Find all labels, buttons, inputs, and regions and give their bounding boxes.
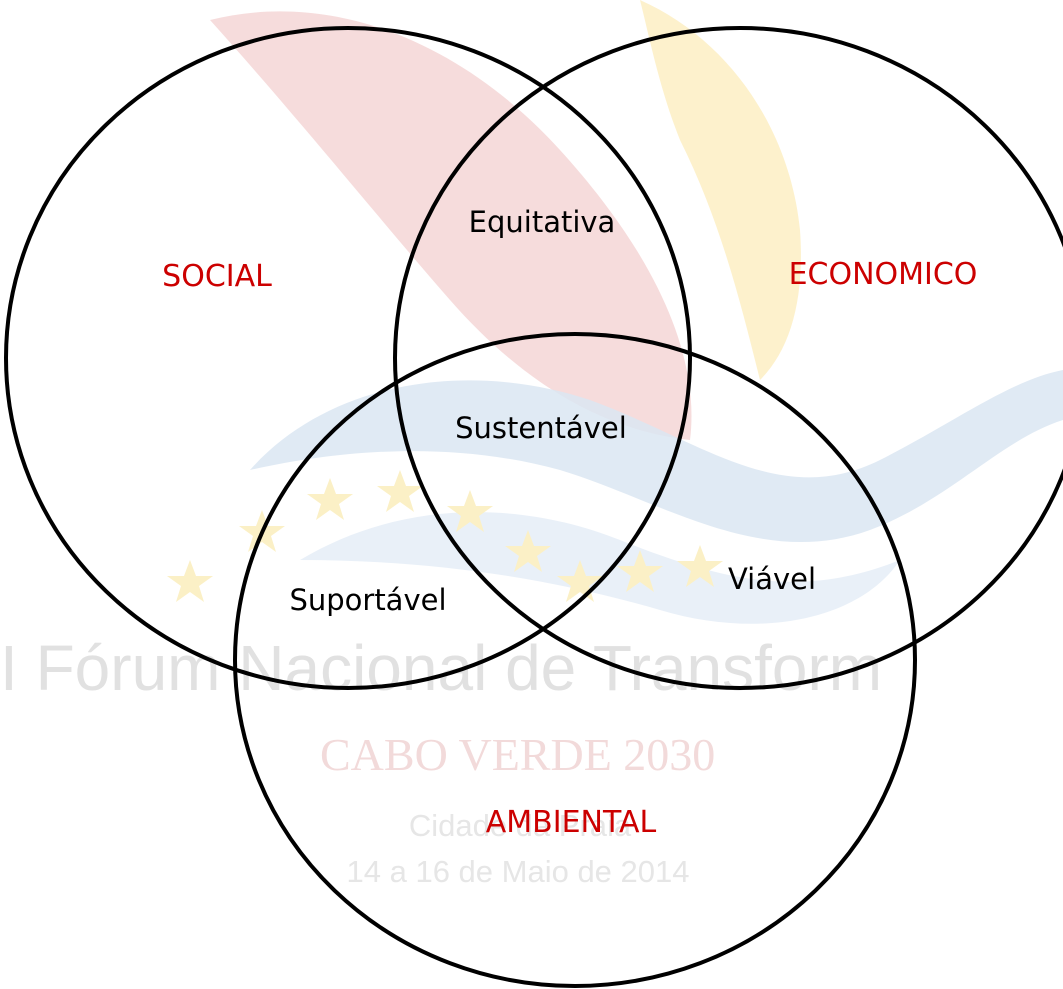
star bbox=[167, 560, 213, 602]
watermark-subtitle: CABO VERDE 2030 bbox=[320, 729, 715, 780]
blue-swoosh-1 bbox=[250, 370, 1063, 543]
venn-labels: SOCIAL ECONOMICO AMBIENTAL Equitativa Su… bbox=[162, 205, 977, 840]
circle-economico bbox=[393, 26, 1063, 690]
circle-ambiental bbox=[233, 332, 917, 988]
watermark-city: Cidade da Praia bbox=[409, 808, 632, 843]
venn-circles bbox=[4, 26, 1063, 988]
circle-social bbox=[4, 26, 692, 690]
label-social: SOCIAL bbox=[162, 259, 272, 294]
red-swoosh bbox=[210, 11, 692, 440]
star bbox=[377, 470, 423, 512]
star bbox=[307, 478, 353, 520]
star bbox=[677, 545, 723, 587]
label-economico: ECONOMICO bbox=[789, 257, 978, 292]
watermark-title: I Fórum Nacional de Transform bbox=[0, 632, 882, 704]
yellow-swoosh bbox=[640, 0, 801, 380]
label-ambiental: AMBIENTAL bbox=[486, 805, 657, 840]
label-viavel: Viável bbox=[728, 562, 816, 596]
label-suportavel: Suportável bbox=[289, 583, 446, 617]
star bbox=[447, 490, 493, 532]
star bbox=[505, 530, 551, 572]
watermark-dates: 14 a 16 de Maio de 2014 bbox=[347, 854, 690, 889]
label-equitativa: Equitativa bbox=[469, 205, 616, 239]
star bbox=[617, 550, 663, 592]
label-sustentavel: Sustentável bbox=[455, 411, 627, 445]
star bbox=[557, 560, 603, 602]
